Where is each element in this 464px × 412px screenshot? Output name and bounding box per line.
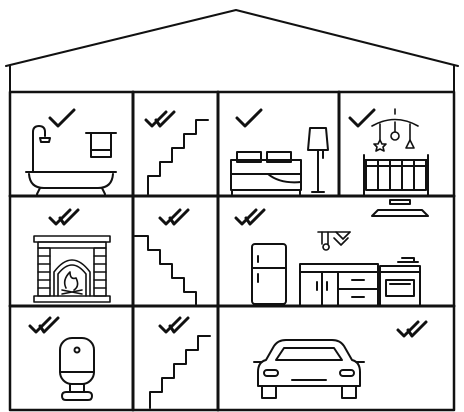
staircase-icon: [148, 120, 208, 194]
floor-lamp-icon: [308, 128, 328, 192]
room-stairs-middle: [135, 210, 196, 304]
check-double-icon: [236, 210, 264, 224]
room-bedroom: [231, 110, 328, 194]
room-kitchen: [236, 200, 428, 306]
shower-icon: [33, 126, 50, 172]
check-double-icon: [160, 210, 188, 224]
check-double-icon: [30, 318, 58, 332]
range-hood-icon: [372, 200, 428, 216]
house-frame: [10, 92, 454, 410]
water-heater-icon: [60, 338, 94, 400]
stove-oven-icon: [380, 258, 420, 306]
staircase-icon: [150, 336, 210, 408]
check-single-icon: [50, 110, 74, 126]
room-living-room: [34, 210, 110, 302]
kitchen-cabinets-icon: [300, 264, 378, 306]
check-double-icon: [160, 318, 188, 332]
check-single-icon: [237, 110, 261, 126]
fireplace-icon: [34, 236, 110, 302]
crib-mobile-icon: [372, 109, 418, 151]
bathtub-icon: [26, 172, 116, 194]
roof: [6, 10, 458, 92]
room-stairs-top: [146, 112, 208, 194]
room-utility: [30, 318, 94, 400]
towel-rack-icon: [86, 133, 116, 157]
staircase-icon: [135, 236, 196, 304]
check-double-icon: [146, 112, 174, 126]
car-icon: [254, 340, 364, 398]
check-double-icon: [398, 322, 426, 336]
baby-crib-icon: [364, 155, 428, 196]
check-double-icon: [50, 210, 78, 224]
kitchen-utensils-icon: [318, 232, 350, 250]
room-garage: [254, 322, 426, 398]
refrigerator-icon: [252, 244, 286, 306]
room-bathroom: [26, 110, 116, 194]
bed-icon: [231, 152, 301, 194]
room-stairs-bottom: [150, 318, 210, 408]
room-nursery: [350, 109, 428, 196]
check-single-icon: [350, 110, 374, 126]
